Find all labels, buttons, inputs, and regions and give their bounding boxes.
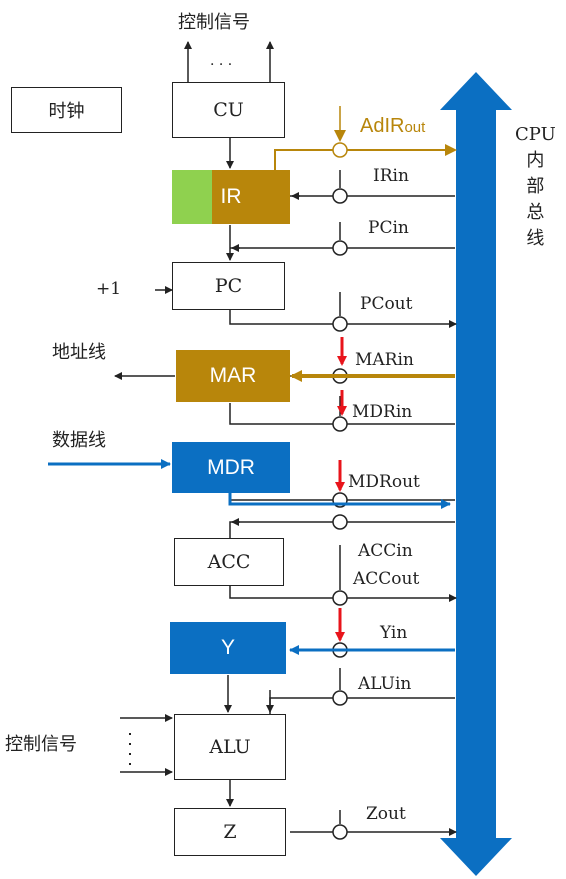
register-acc-label: ACC: [207, 551, 251, 573]
top-dots: · · ·: [210, 57, 233, 73]
adir-out-path: [274, 106, 457, 175]
register-z-label: Z: [223, 821, 237, 843]
signal-yin: Yin: [380, 623, 408, 643]
signal-mdrout: MDRout: [348, 472, 420, 492]
address-line-label: 地址线: [52, 342, 106, 363]
top-control-signal-label: 控制信号: [178, 12, 250, 33]
register-ir-label: IR: [220, 185, 242, 208]
signal-marin: MARin: [355, 350, 414, 370]
signal-accout: ACCout: [353, 569, 420, 589]
signal-zout: Zout: [366, 804, 406, 824]
signal-pcout: PCout: [360, 294, 413, 314]
signal-aluin: ALUin: [358, 674, 412, 694]
signal-adirout-sub: out: [404, 119, 426, 136]
register-mdr-label: MDR: [207, 455, 255, 479]
register-pc-label: PC: [214, 275, 243, 297]
mdrout-bus-arrow: [228, 493, 451, 509]
plus-one-label: +1: [96, 279, 122, 299]
signal-irin: IRin: [373, 166, 409, 186]
register-ir: IR: [172, 170, 290, 224]
signal-adirout-main: AdIR: [360, 115, 405, 137]
register-y: Y: [170, 622, 286, 674]
signal-accin: ACCin: [358, 541, 413, 561]
register-acc: ACC: [174, 538, 284, 586]
register-cu-label: CU: [213, 99, 244, 121]
register-mdr: MDR: [172, 442, 290, 493]
alu-unit-label: ALU: [209, 736, 251, 758]
signal-mdrin: MDRin: [352, 402, 413, 422]
signal-pcin: PCin: [368, 218, 409, 238]
register-z: Z: [174, 808, 286, 856]
alu-control-signal-label: 控制信号: [5, 734, 77, 755]
signal-adirout: AdIRout: [360, 116, 425, 136]
cpu-internal-bus: [440, 72, 512, 876]
alu-unit: ALU: [174, 714, 286, 780]
register-cu: CU: [172, 82, 285, 138]
ir-green-segment: [172, 170, 212, 224]
register-mar-label: MAR: [209, 364, 257, 387]
red-control-arrows: [335, 337, 347, 642]
clock-label: 时钟: [48, 101, 85, 122]
gate-circles: [332, 188, 348, 840]
data-line-label: 数据线: [52, 430, 106, 451]
register-pc: PC: [172, 262, 285, 310]
clock-box: 时钟: [11, 87, 122, 133]
cpu-bus-label: CPU 内 部 总 线: [515, 124, 556, 250]
register-y-label: Y: [220, 636, 235, 659]
register-mar: MAR: [176, 350, 290, 402]
